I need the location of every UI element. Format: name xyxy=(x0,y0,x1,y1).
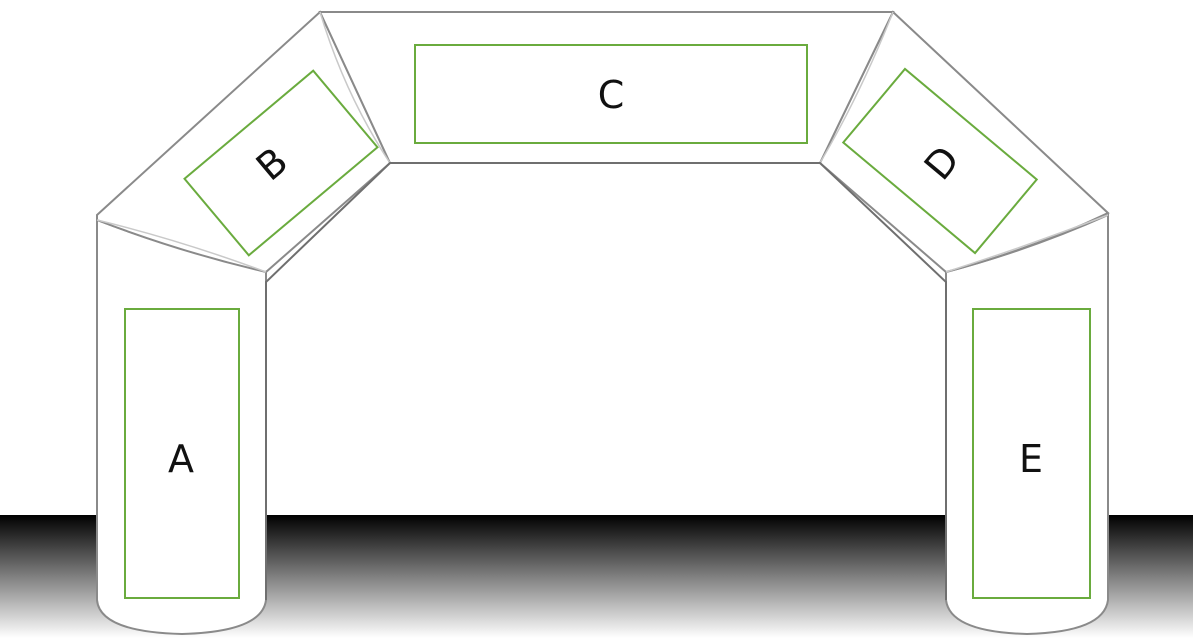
zone-c: C xyxy=(414,44,808,144)
zone-e-frame xyxy=(972,308,1091,599)
seam-left-leg xyxy=(96,219,267,273)
zone-e: E xyxy=(972,308,1091,599)
zone-a-label: A xyxy=(168,437,194,481)
zone-e-label: E xyxy=(1019,437,1043,481)
arch-inner-edge xyxy=(265,162,947,600)
left-leg xyxy=(96,218,267,636)
zone-b-frame xyxy=(183,69,379,257)
seam-left-top xyxy=(319,11,391,164)
right-leg xyxy=(945,213,1109,636)
zone-c-frame xyxy=(414,44,808,144)
seam-right-top xyxy=(819,11,894,164)
zone-a-frame xyxy=(124,308,240,599)
seam-right-leg xyxy=(945,214,1109,273)
zone-c-label: C xyxy=(598,73,625,117)
arch-body xyxy=(96,10,1110,636)
zone-d-frame xyxy=(841,67,1039,255)
zone-a: A xyxy=(124,308,240,599)
